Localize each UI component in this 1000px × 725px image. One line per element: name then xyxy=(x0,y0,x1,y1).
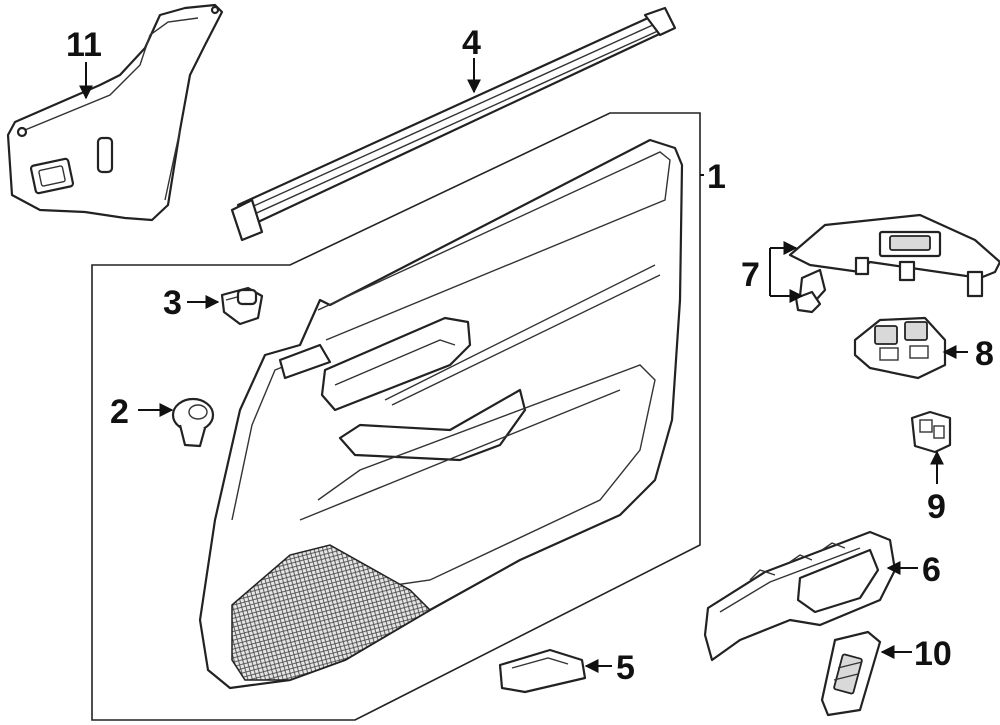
assembly-outline xyxy=(91,112,701,721)
part-3-clip xyxy=(220,286,264,326)
callout-8: 8 xyxy=(975,335,994,373)
callout-2: 2 xyxy=(110,393,129,431)
part-8-window-switch xyxy=(853,316,947,380)
part-4-weatherstrip xyxy=(230,6,677,242)
part-10-switch xyxy=(820,630,882,717)
part-11-bracket xyxy=(6,3,224,222)
callout-4: 4 xyxy=(462,24,481,62)
callout-9: 9 xyxy=(927,488,946,526)
callout-1: 1 xyxy=(707,158,726,196)
leader-lines xyxy=(79,58,968,673)
part-7-armrest-bezel xyxy=(788,213,1000,314)
part-9-connector xyxy=(910,410,952,454)
callout-11: 11 xyxy=(66,26,102,64)
part-5-bezel xyxy=(498,648,587,694)
part-6-switch-panel xyxy=(703,530,897,662)
callout-10: 10 xyxy=(914,635,952,673)
callout-6: 6 xyxy=(922,551,941,589)
callout-5: 5 xyxy=(616,649,635,687)
part-1-door-panel xyxy=(198,138,684,690)
callout-3: 3 xyxy=(163,284,182,322)
part-2-push-clip xyxy=(171,397,215,448)
callout-7: 7 xyxy=(741,256,760,294)
